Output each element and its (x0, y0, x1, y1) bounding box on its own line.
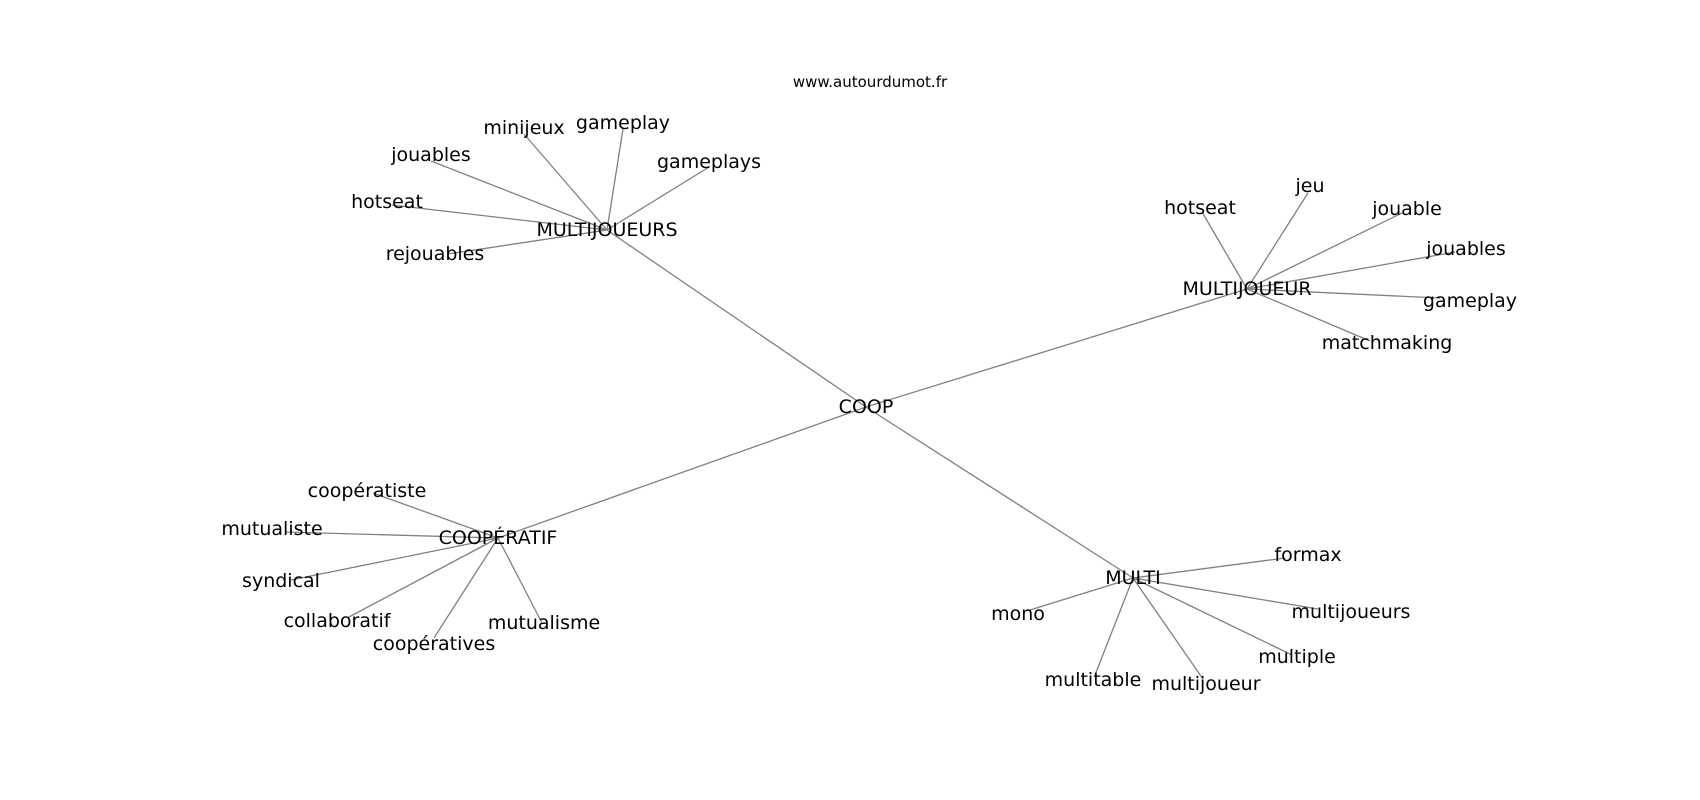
edge-multi-to-multijoueurs (1132, 577, 1319, 610)
edge-multijoueur-to-hotseat (1201, 211, 1248, 290)
leaf-node-label: multitable (1045, 669, 1142, 691)
graph-labels: www.autourdumot.fr COOP MULTIJOUEURS mini… (221, 73, 1517, 695)
cluster-node-label: MULTIJOUEUR (1182, 278, 1311, 300)
edge-coopératif-to-syndical (290, 537, 499, 581)
edge-center-to-multi (865, 406, 1134, 579)
center-node-label: COOP (839, 396, 894, 418)
leaf-node-label: gameplay (1423, 290, 1517, 312)
edge-multijoueur-to-jouable (1246, 212, 1403, 290)
leaf-node-label: mutualiste (221, 518, 322, 540)
leaf-node-label: syndical (242, 570, 320, 592)
edge-multi-to-mono (1029, 577, 1134, 611)
leaf-node-label: hotseat (1164, 197, 1236, 219)
cluster-node-label: MULTIJOUEURS (536, 219, 677, 241)
edge-multijoueur-to-jouables (1246, 251, 1456, 290)
edge-coopératif-to-collaboratif (346, 537, 499, 619)
edge-coopératif-to-coopératives (433, 537, 499, 639)
edge-multi-to-multijoueur (1132, 577, 1204, 680)
edge-multi-to-multiple (1132, 577, 1293, 656)
edge-multijoueurs-to-gameplays (606, 166, 710, 231)
edge-coopératif-to-mutualisme (497, 537, 543, 624)
edge-multi-to-multitable (1094, 577, 1134, 676)
leaf-node-label: coopératives (373, 633, 495, 655)
leaf-node-label: coopératiste (308, 480, 427, 502)
edge-center-to-multijoueur (865, 288, 1248, 408)
leaf-node-label: multijoueur (1151, 673, 1260, 695)
edge-multijoueurs-to-rejouables (447, 229, 608, 255)
leaf-node-label: jouable (1371, 198, 1442, 220)
leaf-node-label: matchmaking (1322, 332, 1453, 354)
leaf-node-label: mono (991, 603, 1045, 625)
cluster-node-label: MULTI (1105, 567, 1160, 589)
leaf-node-label: collaboratif (284, 610, 392, 632)
edge-multijoueur-to-jeu (1246, 192, 1309, 290)
leaf-node-label: gameplays (657, 151, 761, 173)
edge-multijoueur-to-gameplay (1246, 288, 1441, 299)
edge-multijoueurs-to-gameplay (606, 128, 624, 231)
leaf-node-label: multijoueurs (1292, 601, 1411, 623)
leaf-node-label: formax (1274, 544, 1341, 566)
edge-multi-to-formax (1132, 557, 1286, 579)
edge-multijoueurs-to-minijeux (523, 133, 608, 231)
edge-coopératif-to-mutualiste (285, 531, 499, 539)
leaf-node-label: jeu (1294, 175, 1324, 197)
leaf-node-label: gameplay (576, 112, 670, 134)
edge-coopératif-to-coopératiste (372, 492, 499, 539)
leaf-node-label: hotseat (351, 191, 423, 213)
leaf-node-label: multiple (1258, 646, 1336, 668)
edge-multijoueurs-to-hotseat (391, 204, 608, 231)
edge-multijoueurs-to-jouables (430, 160, 608, 231)
edge-center-to-coopératif (497, 406, 867, 539)
edge-multijoueur-to-matchmaking (1246, 288, 1371, 342)
leaf-node-label: minijeux (483, 117, 564, 139)
graph-edges (285, 128, 1456, 680)
leaf-node-label: jouables (1425, 238, 1506, 260)
leaf-node-label: jouables (390, 144, 471, 166)
edge-center-to-multijoueurs (606, 229, 867, 408)
leaf-node-label: mutualisme (488, 612, 600, 634)
leaf-node-label: rejouables (386, 243, 485, 265)
source-watermark: www.autourdumot.fr (793, 73, 948, 91)
cluster-node-label: COOPÉRATIF (439, 526, 558, 549)
